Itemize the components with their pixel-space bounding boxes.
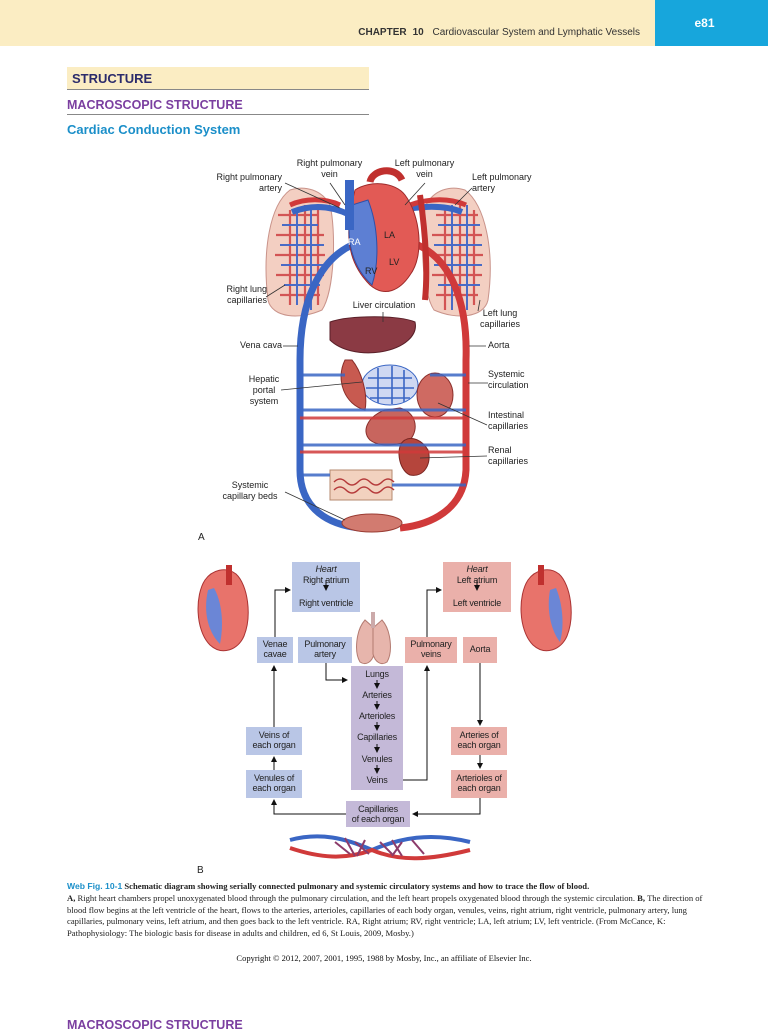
section-heading-structure: STRUCTURE xyxy=(67,67,369,90)
box-left-ventricle: Left ventricle xyxy=(452,598,502,608)
section-heading-macroscopic: MACROSCOPIC STRUCTURE xyxy=(67,98,369,115)
liver xyxy=(329,316,416,354)
box-aorta: Aorta xyxy=(469,644,491,654)
label-vena-cava: Vena cava xyxy=(239,340,282,350)
label-intestinal-capillaries: Intestinal capillaries xyxy=(488,410,529,431)
box-pulmonary-artery: Pulmonary artery xyxy=(304,639,346,659)
figure-caption: Web Fig. 10-1 Schematic diagram showing … xyxy=(67,881,703,940)
label-ra: RA xyxy=(348,237,361,247)
label-aorta: Aorta xyxy=(488,340,510,350)
lungs-icon xyxy=(356,612,391,665)
box-veins-each-organ: Veins of each organ xyxy=(252,730,296,750)
systemic-capillary-box xyxy=(329,469,393,501)
box-right-atrium: Right atrium xyxy=(302,575,350,585)
label-right-pulmonary-vein: Right pulmonary vein xyxy=(296,158,363,179)
box-pulmonary-veins: Pulmonary veins xyxy=(410,639,452,659)
chapter-running-head: CHAPTER 10 Cardiovascular System and Lymp… xyxy=(358,27,640,38)
label-systemic-capillary-beds: Systemic capillary beds xyxy=(222,480,278,501)
label-left-pulmonary-vein: Left pulmonary vein xyxy=(394,158,455,179)
caption-abbreviations: RA, Right atrium; RV, right ventricle; L… xyxy=(345,916,594,927)
chain-veins: Veins xyxy=(366,775,388,785)
section-heading-cardiac-conduction: Cardiac Conduction System xyxy=(67,122,241,137)
capillary-network-illustration xyxy=(289,834,471,861)
kidney xyxy=(398,437,430,476)
label-left-lung-capillaries: Left lung capillaries xyxy=(479,308,521,329)
box-capillaries-each-organ: Capillaries of each organ xyxy=(351,804,405,824)
caption-part-b-text: The direction of blood flow begins at th… xyxy=(67,892,703,927)
box-arterioles-each-organ: Arterioles of each organ xyxy=(456,773,502,793)
chapter-label: CHAPTER xyxy=(358,27,407,38)
label-systemic-circulation: Systemic circulation xyxy=(488,369,529,390)
copyright-line: Copyright © 2012, 2007, 2001, 1995, 1988… xyxy=(236,953,532,963)
box-left-atrium: Left atrium xyxy=(456,575,498,585)
caption-part-a-label: A, xyxy=(67,892,76,903)
box-venules-each-organ: Venules of each organ xyxy=(252,773,296,793)
heart-right-title: Heart xyxy=(315,564,337,574)
heart-icon-left xyxy=(197,565,249,652)
header-band xyxy=(0,0,655,46)
box-arteries-each-organ: Arteries of each organ xyxy=(457,730,501,750)
figure-b-flowchart xyxy=(197,562,572,861)
section-heading-bottom: MACROSCOPIC STRUCTURE xyxy=(67,1018,243,1032)
label-liver-circulation: Liver circulation xyxy=(352,300,416,310)
muscle-capillary-bed xyxy=(341,513,403,533)
label-right-lung-capillaries: Right lung capillaries xyxy=(226,284,267,305)
heart-icon-right xyxy=(520,565,572,652)
chain-arteries: Arteries xyxy=(362,690,392,700)
left-lung xyxy=(421,187,491,317)
chapter-title: Cardiovascular System and Lymphatic Vess… xyxy=(432,27,641,38)
chain-venules: Venules xyxy=(361,754,393,764)
chain-capillaries: Capillaries xyxy=(357,732,397,742)
label-hepatic-portal-system: Hepatic portal system xyxy=(248,374,280,406)
caption-figure-title: Schematic diagram showing serially conne… xyxy=(124,881,590,891)
label-right-pulmonary-artery: Right pulmonary artery xyxy=(216,172,282,193)
chain-arterioles: Arterioles xyxy=(358,711,395,721)
figure-a-illustration xyxy=(265,167,491,533)
caption-figure-label: Web Fig. 10-1 xyxy=(67,881,123,891)
label-renal-capillaries: Renal capillaries xyxy=(488,445,529,466)
label-la: LA xyxy=(384,230,396,240)
heart xyxy=(345,167,430,301)
caption-source: (From McCance, K: Pathophysiology: The b… xyxy=(67,916,666,939)
caption-part-b-label: B, xyxy=(637,892,646,903)
label-lv: LV xyxy=(389,257,400,267)
chapter-number: 10 xyxy=(412,27,424,38)
figure-panel-b-label: B xyxy=(197,865,204,876)
box-right-ventricle: Right ventricle xyxy=(298,598,354,608)
label-left-pulmonary-artery: Left pulmonary artery xyxy=(472,172,532,193)
label-rv: RV xyxy=(365,266,378,276)
figure-panel-a-label: A xyxy=(198,532,205,543)
page-number: e81 xyxy=(655,0,768,46)
hepatic-portal-network xyxy=(361,364,419,406)
heart-left-title: Heart xyxy=(466,564,488,574)
caption-part-a-text: Right heart chambers propel unoxygenated… xyxy=(77,892,636,903)
chain-lungs: Lungs xyxy=(365,669,389,679)
box-venae-cavae: Venae cavae xyxy=(262,639,288,659)
